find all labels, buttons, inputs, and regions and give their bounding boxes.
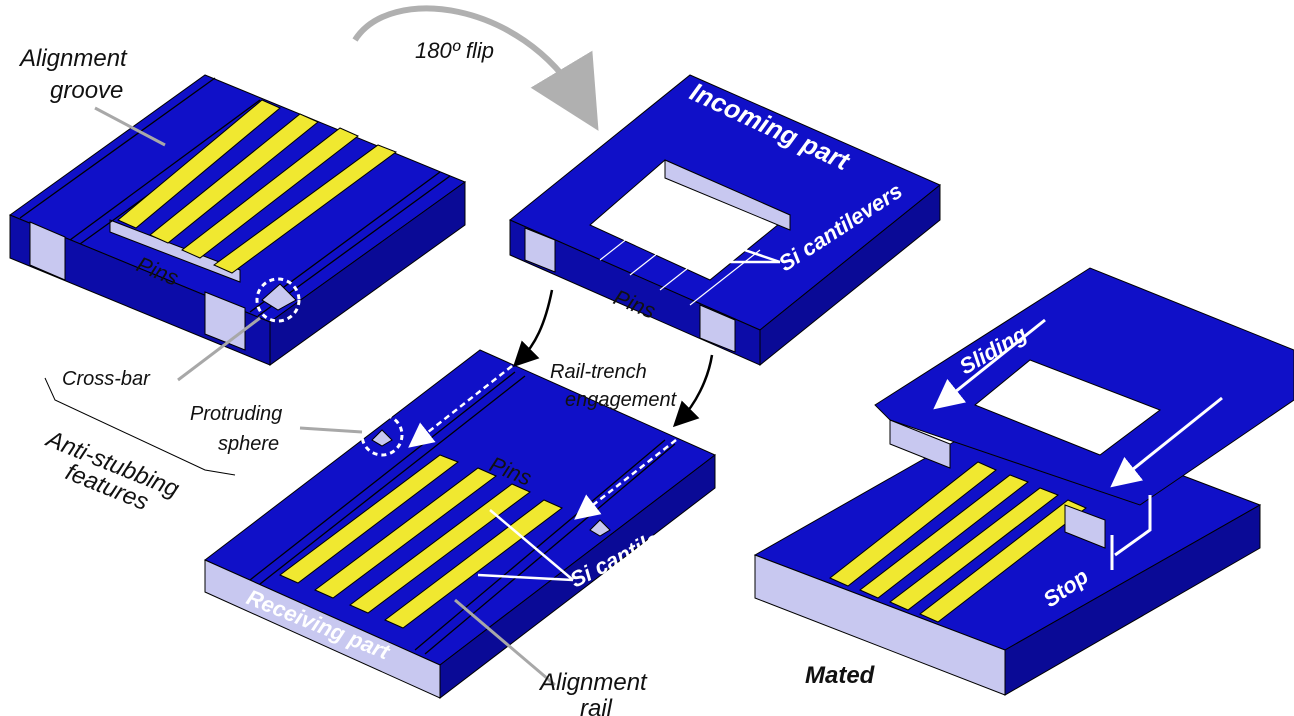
flip-arrow bbox=[352, 5, 599, 131]
label-rail-trench-line2: engagement bbox=[565, 389, 678, 411]
engage-arrow-left bbox=[512, 289, 554, 368]
label-protruding-line1: Protruding bbox=[190, 403, 282, 425]
label-alignment-groove-line2: groove bbox=[50, 77, 123, 104]
anti-stubbing-bracket bbox=[44, 377, 236, 476]
label-mated: Mated bbox=[805, 662, 876, 689]
label-flip: 180º flip bbox=[415, 38, 494, 63]
top-left-part bbox=[8, 74, 467, 366]
label-protruding-line2: sphere bbox=[218, 433, 279, 455]
label-rail-trench-line1: Rail-trench bbox=[550, 361, 647, 383]
label-cross-bar: Cross-bar bbox=[62, 368, 151, 390]
label-alignment-rail-line2: rail bbox=[580, 695, 613, 716]
label-alignment-groove-line1: Alignment bbox=[18, 45, 128, 72]
engage-arrow-right bbox=[672, 354, 714, 428]
cantilever-pointers bbox=[477, 238, 781, 582]
mated-assembly bbox=[753, 267, 1294, 696]
receiving-part bbox=[204, 349, 716, 700]
label-alignment-rail-line1: Alignment bbox=[538, 669, 648, 696]
leader-lines bbox=[94, 106, 556, 687]
incoming-part bbox=[509, 74, 941, 367]
